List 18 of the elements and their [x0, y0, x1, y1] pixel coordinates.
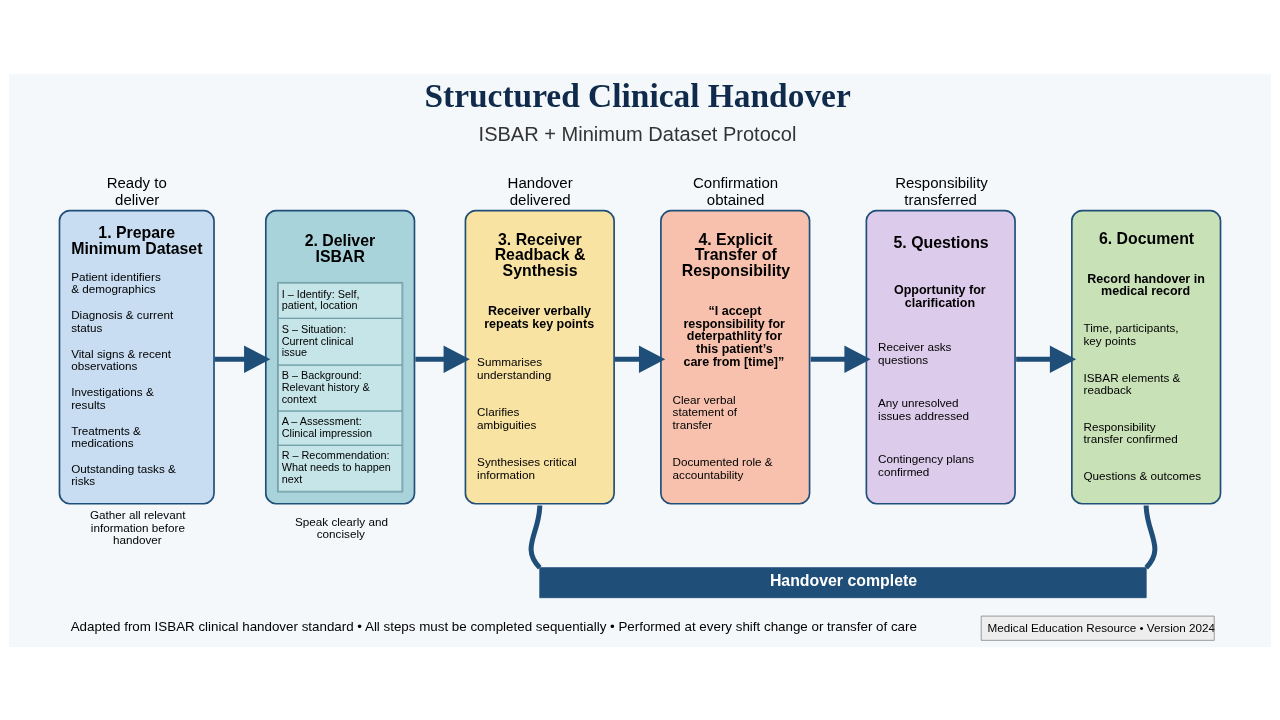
- arrow: [415, 344, 470, 373]
- node-label: Speak clearly and concisely: [295, 514, 388, 540]
- node-label: Responsibility transferred: [895, 173, 988, 208]
- node-label: Gather all relevant information before handover: [89, 507, 186, 546]
- node-label: Ready to deliver: [106, 173, 167, 208]
- connector: [528, 504, 543, 569]
- caption: Adapted from ISBAR clinical handover standard • All steps must be completed sequentially • Performed at every shift change or transfer of care: [70, 618, 917, 634]
- diagram-title: Structured Clinical Handover: [424, 76, 851, 114]
- connector: [1143, 504, 1158, 569]
- node-label: Handover delivered: [507, 173, 573, 208]
- node-label: Confirmation obtained: [693, 173, 779, 208]
- arrow: [614, 344, 666, 373]
- arrow: [1016, 344, 1077, 373]
- arrow: [810, 344, 871, 373]
- arrow: [214, 344, 271, 373]
- node-box: Handover complete: [539, 566, 1147, 598]
- label: Medical Education Resource • Version 2024: [987, 620, 1216, 634]
- label: ISBAR + Minimum Dataset Protocol: [478, 122, 797, 145]
